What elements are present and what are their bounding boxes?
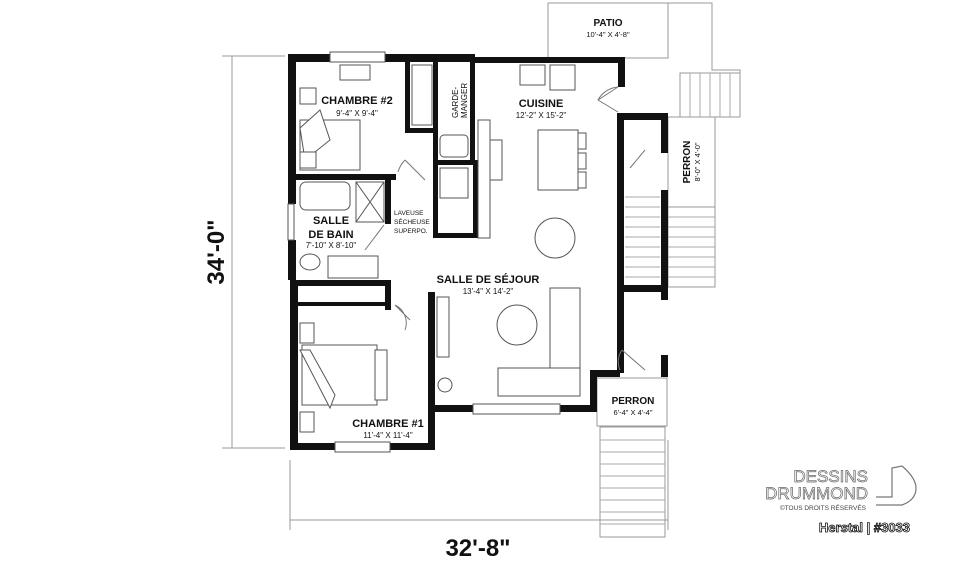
chambre1-size: 11'-4" X 11'-4" bbox=[363, 431, 413, 440]
model-name: Herstal | #3033 bbox=[819, 520, 910, 535]
logo-mark-icon bbox=[876, 465, 917, 506]
cuisine-size: 12'-2" X 15'-2" bbox=[516, 111, 567, 120]
perron-front-size: 6'-4" X 4'-4" bbox=[613, 408, 652, 417]
laveuse-3: SUPERPO. bbox=[394, 228, 428, 235]
brand-logo: DESSINS DRUMMOND ©TOUS DROITS RÉSERVÉS H… bbox=[765, 465, 917, 535]
cuisine-name: CUISINE bbox=[519, 98, 564, 110]
garde-manger-2: MANGER bbox=[460, 83, 469, 118]
furniture bbox=[287, 51, 587, 453]
perron-side-name: PERRON bbox=[682, 141, 693, 184]
chambre2-name: CHAMBRE #2 bbox=[321, 95, 393, 107]
salle-bain-name-1: SALLE bbox=[313, 215, 349, 227]
patio-name: PATIO bbox=[593, 18, 622, 29]
sejour-size: 13'-4" X 14'-2" bbox=[463, 287, 514, 296]
salle-bain-name-2: DE BAIN bbox=[308, 229, 353, 241]
height-dimension: 34'-0" bbox=[203, 219, 230, 284]
width-dimension: 32'-8" bbox=[445, 535, 510, 562]
walls bbox=[288, 54, 668, 450]
perron-side-size: 8'-0" X 4'-0" bbox=[693, 142, 702, 181]
salle-bain-size: 7'-10" X 8'-10" bbox=[306, 241, 357, 250]
logo-line1: DESSINS bbox=[793, 467, 868, 486]
steps bbox=[600, 73, 731, 525]
room-labels: CHAMBRE #2 9'-4" X 9'-4" CUISINE 12'-2" … bbox=[306, 18, 702, 440]
perron-front-name: PERRON bbox=[612, 396, 655, 407]
patio-size: 10'-4" X 4'-8" bbox=[586, 30, 630, 39]
dimension-lines bbox=[222, 55, 669, 530]
sejour-name: SALLE DE SÉJOUR bbox=[437, 273, 540, 286]
garde-manger-1: GARDE- bbox=[451, 87, 460, 118]
chambre2-size: 9'-4" X 9'-4" bbox=[336, 109, 378, 118]
logo-line2: DRUMMOND bbox=[765, 484, 868, 503]
laveuse-2: SÉCHEUSE bbox=[394, 217, 430, 226]
copyright: ©TOUS DROITS RÉSERVÉS bbox=[780, 503, 867, 512]
chambre1-name: CHAMBRE #1 bbox=[352, 418, 424, 430]
doors bbox=[364, 86, 646, 371]
laveuse-1: LAVEUSE bbox=[394, 210, 424, 217]
patio-outline bbox=[547, 2, 741, 538]
